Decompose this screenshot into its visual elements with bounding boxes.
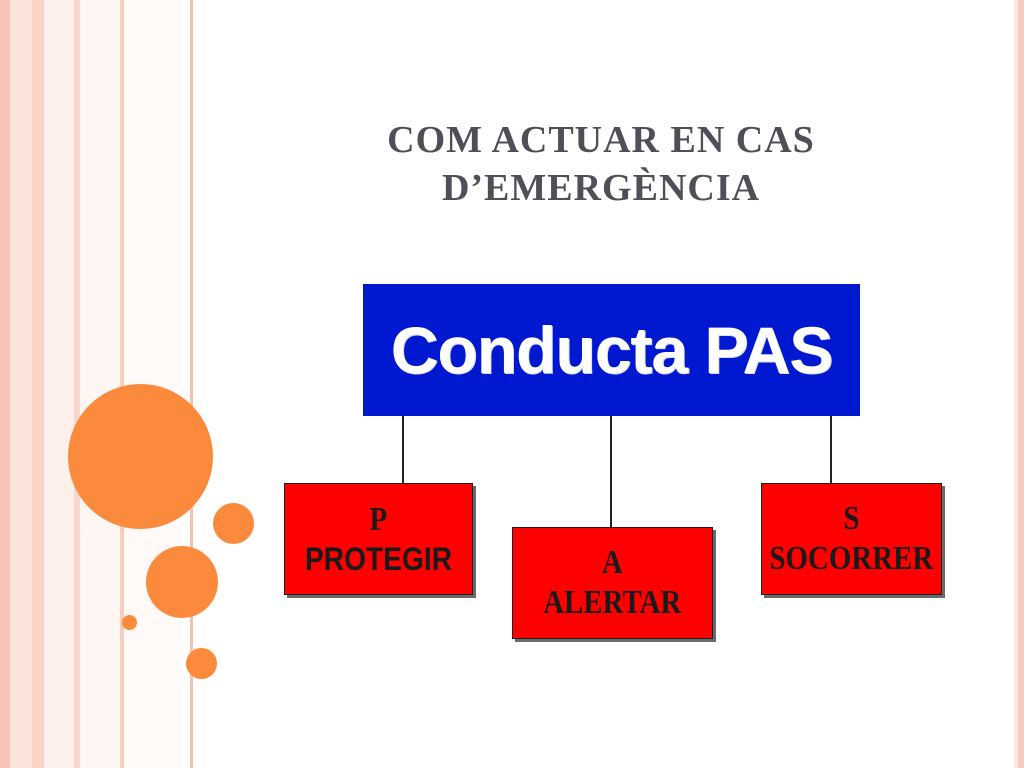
decorative-circle — [146, 546, 218, 618]
slide-title-line2: D’EMERGÈNCIA — [441, 167, 761, 209]
decorative-stripe-right — [1018, 0, 1024, 768]
branch-word: SOCORRER — [769, 540, 934, 577]
diagram-root-label: Conducta PAS — [390, 313, 833, 387]
decorative-stripe — [74, 0, 80, 768]
branch-box-socorrer: S SOCORRER — [761, 483, 942, 595]
branch-letter: S — [843, 500, 860, 537]
branch-box-alertar: A ALERTAR — [512, 527, 713, 639]
decorative-stripe — [120, 0, 124, 768]
branch-box-protegir: P PROTEGIR — [284, 483, 473, 595]
decorative-stripe — [10, 0, 32, 768]
branch-word: PROTEGIR — [304, 541, 453, 577]
connector-line-p — [402, 416, 404, 483]
decorative-stripe — [44, 0, 74, 768]
decorative-stripe — [80, 0, 120, 768]
branch-word: ALERTAR — [543, 584, 682, 621]
slide-title: COM ACTUAR EN CAS D’EMERGÈNCIA — [260, 116, 942, 212]
decorative-stripe-right — [1014, 0, 1018, 768]
diagram-root-box: Conducta PAS — [363, 284, 860, 416]
decorative-circle — [213, 503, 254, 544]
decorative-stripe — [0, 0, 10, 768]
connector-line-s — [830, 408, 832, 483]
branch-letter: P — [369, 501, 388, 538]
decorative-circle — [122, 615, 137, 630]
decorative-stripe — [190, 0, 193, 768]
decorative-circle — [68, 384, 213, 529]
connector-line-a — [610, 416, 612, 527]
branch-letter: A — [602, 544, 623, 581]
slide-title-line1: COM ACTUAR EN CAS — [387, 119, 815, 161]
decorative-stripe — [32, 0, 44, 768]
decorative-circle — [186, 648, 217, 679]
